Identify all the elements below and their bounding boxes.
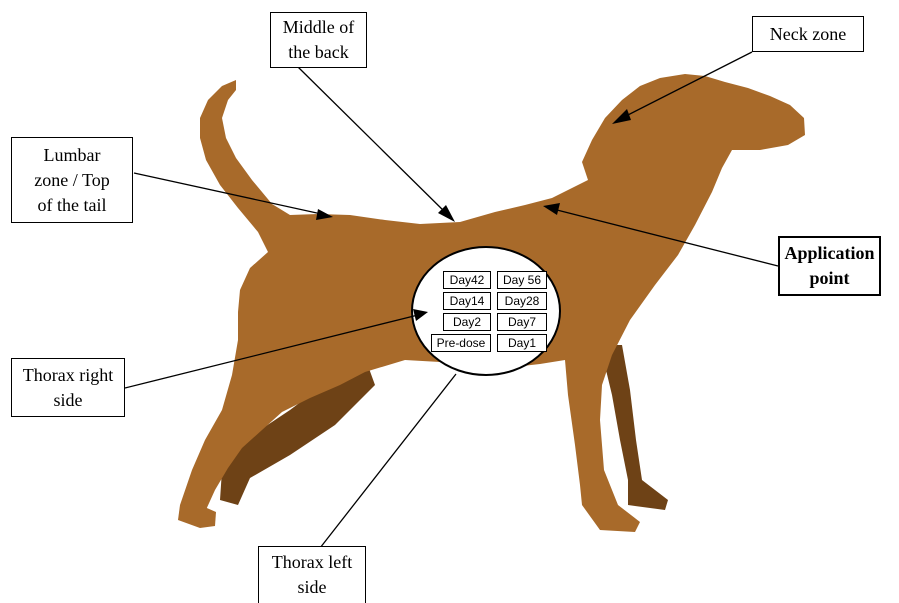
- label-line: Application: [784, 241, 874, 266]
- grid-cell-day2: Day2: [443, 313, 491, 331]
- label-neck-zone: Neck zone: [752, 16, 864, 52]
- sample-oval: [412, 247, 560, 375]
- label-line: Lumbar: [34, 143, 109, 168]
- label-line: Middle of: [283, 15, 355, 40]
- grid-cell-day28: Day28: [497, 292, 547, 310]
- grid-cell-pre-dose: Pre-dose: [431, 334, 491, 352]
- hind-paw: [178, 505, 216, 528]
- grid-cell-day42: Day42: [443, 271, 491, 289]
- label-line: side: [272, 575, 352, 600]
- label-line: side: [23, 388, 113, 413]
- label-line: Thorax left: [272, 550, 352, 575]
- grid-cell-day1: Day1: [497, 334, 547, 352]
- grid-cell-day7: Day7: [497, 313, 547, 331]
- label-line: point: [784, 266, 874, 291]
- label-line: Thorax right: [23, 363, 113, 388]
- far-front-leg-shadow: [600, 345, 668, 510]
- grid-cell-day14: Day14: [443, 292, 491, 310]
- grid-cell-day56: Day 56: [497, 271, 547, 289]
- label-line: zone / Top: [34, 168, 109, 193]
- pointer-middle-back: [298, 67, 450, 217]
- label-line: Neck zone: [770, 22, 846, 47]
- label-line: of the tail: [34, 193, 109, 218]
- label-line: the back: [283, 40, 355, 65]
